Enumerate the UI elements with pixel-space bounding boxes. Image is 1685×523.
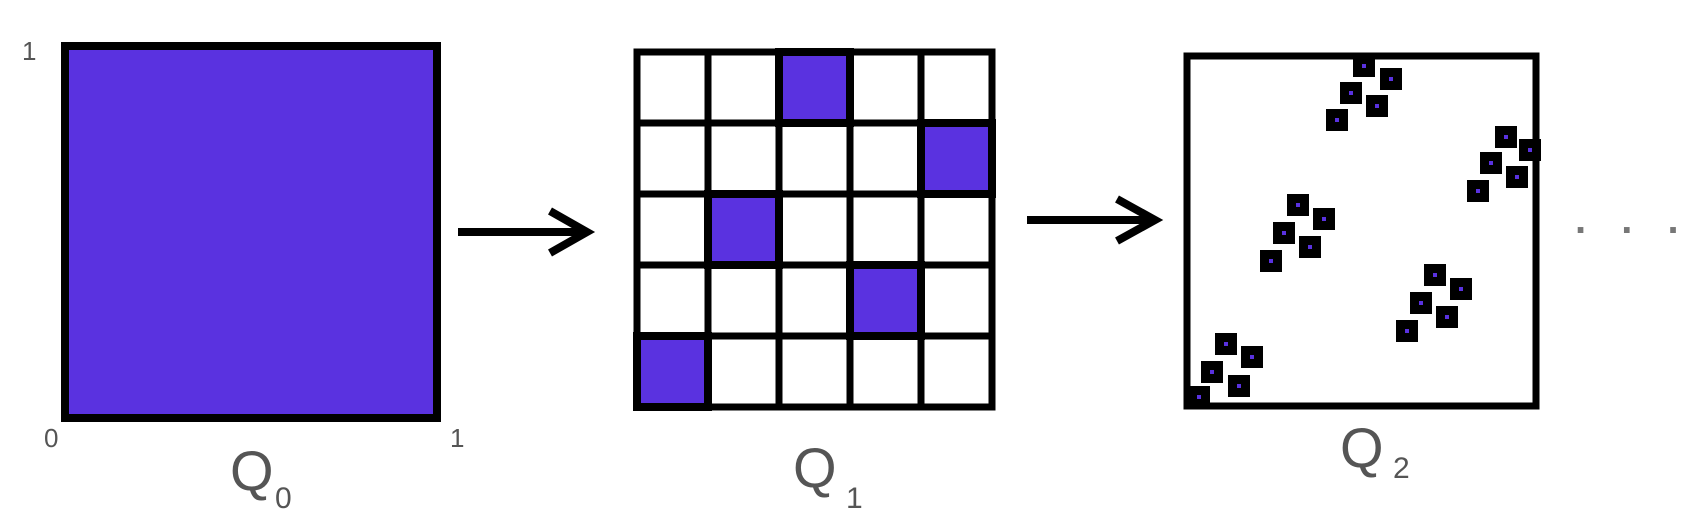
- q1-empty-cell: [917, 332, 996, 411]
- q1-empty-cell: [846, 119, 925, 198]
- ellipsis: . . .: [1575, 198, 1685, 242]
- q0-square: [61, 42, 441, 422]
- q2-cells: [1188, 55, 1541, 408]
- q1-empty-cell: [775, 190, 854, 269]
- q2-subsquare-core: [1269, 259, 1273, 263]
- q2-subsquare-core: [1528, 148, 1532, 152]
- q2-subsquare-core: [1335, 118, 1339, 122]
- q2-subsquare-core: [1405, 329, 1409, 333]
- q2-subsquare-core: [1349, 91, 1353, 95]
- q1-subscript: 1: [846, 482, 863, 515]
- arrow-q0-to-q1: [458, 207, 596, 257]
- q2-subsquare-core: [1515, 175, 1519, 179]
- q1-empty-cell: [846, 190, 925, 269]
- q1-filled-cell-outline: [846, 261, 925, 340]
- q1-empty-cell: [633, 190, 712, 269]
- arrow-head: [548, 207, 596, 257]
- q2-subsquare-core: [1504, 135, 1508, 139]
- q1-filled-cell-outline: [704, 190, 783, 269]
- q2-square: [1183, 52, 1540, 410]
- q2-subsquare-core: [1476, 189, 1480, 193]
- q2-subsquare-core: [1250, 355, 1254, 359]
- q2-subscript: 2: [1393, 452, 1410, 485]
- arrow-q1-to-q2: [1027, 195, 1164, 245]
- q2-subsquare-core: [1322, 217, 1326, 221]
- q2-subsquare-core: [1237, 384, 1241, 388]
- q2-subsquare-core: [1308, 245, 1312, 249]
- q0-subscript: 0: [275, 482, 292, 515]
- q1-empty-cell: [704, 119, 783, 198]
- q2-label: Q: [1340, 416, 1384, 479]
- q0-tick-bottom-right: 1: [450, 423, 464, 453]
- q1-empty-cell: [704, 261, 783, 340]
- q1-empty-cell: [775, 119, 854, 198]
- q1-filled-cell-outline: [917, 119, 996, 198]
- q1-panel: [633, 48, 996, 411]
- q2-subsquare-core: [1362, 64, 1366, 68]
- q2-subsquare-core: [1375, 104, 1379, 108]
- q2-subsquare-core: [1459, 287, 1463, 291]
- q0-label: Q: [230, 439, 274, 502]
- q1-empty-cell: [917, 190, 996, 269]
- q1-empty-cell: [846, 332, 925, 411]
- q2-subsquare-core: [1433, 273, 1437, 277]
- q1-empty-cell: [633, 119, 712, 198]
- q2-subsquare-core: [1296, 203, 1300, 207]
- q2-subsquare-core: [1210, 370, 1214, 374]
- q1-empty-cell: [917, 261, 996, 340]
- q2-subsquare-core: [1282, 231, 1286, 235]
- q1-empty-cell: [917, 48, 996, 127]
- q1-filled-cell-outline: [775, 48, 854, 127]
- q2-subsquare-core: [1197, 395, 1201, 399]
- q1-empty-cell: [846, 48, 925, 127]
- q0-panel: 1 0 1 Q 0: [22, 36, 464, 515]
- q1-empty-cell: [775, 332, 854, 411]
- arrow-head: [1115, 195, 1164, 245]
- q2-subsquare-core: [1489, 161, 1493, 165]
- q1-label: Q: [793, 436, 837, 499]
- q1-empty-cell: [633, 48, 712, 127]
- q0-tick-bottom-left: 0: [44, 423, 58, 453]
- q2-subsquare-core: [1419, 301, 1423, 305]
- q2-subsquare-core: [1445, 315, 1449, 319]
- q2-subsquare-core: [1389, 77, 1393, 81]
- q2-subsquare-core: [1224, 342, 1228, 346]
- q2-panel: Q 2: [1183, 52, 1541, 485]
- q1-filled-cell-outline: [633, 332, 712, 411]
- q1-empty-cell: [704, 48, 783, 127]
- q0-tick-top-left: 1: [22, 36, 36, 66]
- q1-empty-cell: [775, 261, 854, 340]
- q1-empty-cell: [633, 261, 712, 340]
- q1-empty-cell: [704, 332, 783, 411]
